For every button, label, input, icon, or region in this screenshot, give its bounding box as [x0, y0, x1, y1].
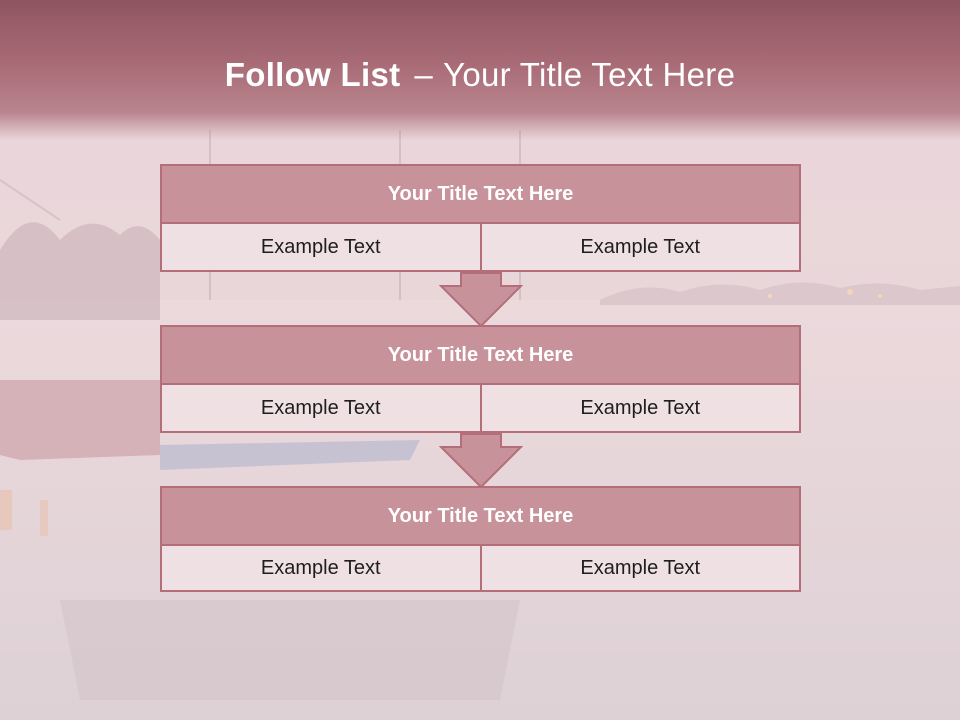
- down-arrow-icon: [439, 272, 523, 328]
- block-title: Your Title Text Here: [162, 327, 799, 385]
- block-cell-right: Example Text: [479, 224, 799, 270]
- list-block-2: Your Title Text Here Example Text Exampl…: [160, 325, 801, 433]
- slide-title-rest: Your Title Text Here: [443, 56, 736, 93]
- header-band: [0, 0, 960, 140]
- block-row: Example Text Example Text: [162, 385, 799, 431]
- slide-title-bold: Follow List: [224, 56, 401, 93]
- block-cell-right: Example Text: [479, 385, 799, 431]
- block-cell-left: Example Text: [162, 385, 480, 431]
- block-title: Your Title Text Here: [162, 488, 799, 546]
- slide-title-dash: –: [414, 56, 434, 93]
- block-title: Your Title Text Here: [162, 166, 799, 224]
- block-cell-right: Example Text: [479, 546, 799, 590]
- block-cell-left: Example Text: [162, 224, 480, 270]
- block-cell-left: Example Text: [162, 546, 480, 590]
- down-arrow-icon: [439, 433, 523, 489]
- list-block-1: Your Title Text Here Example Text Exampl…: [160, 164, 801, 272]
- block-row: Example Text Example Text: [162, 546, 799, 590]
- slide-title: Follow List–Your Title Text Here: [0, 56, 960, 94]
- block-row: Example Text Example Text: [162, 224, 799, 270]
- list-block-3: Your Title Text Here Example Text Exampl…: [160, 486, 801, 592]
